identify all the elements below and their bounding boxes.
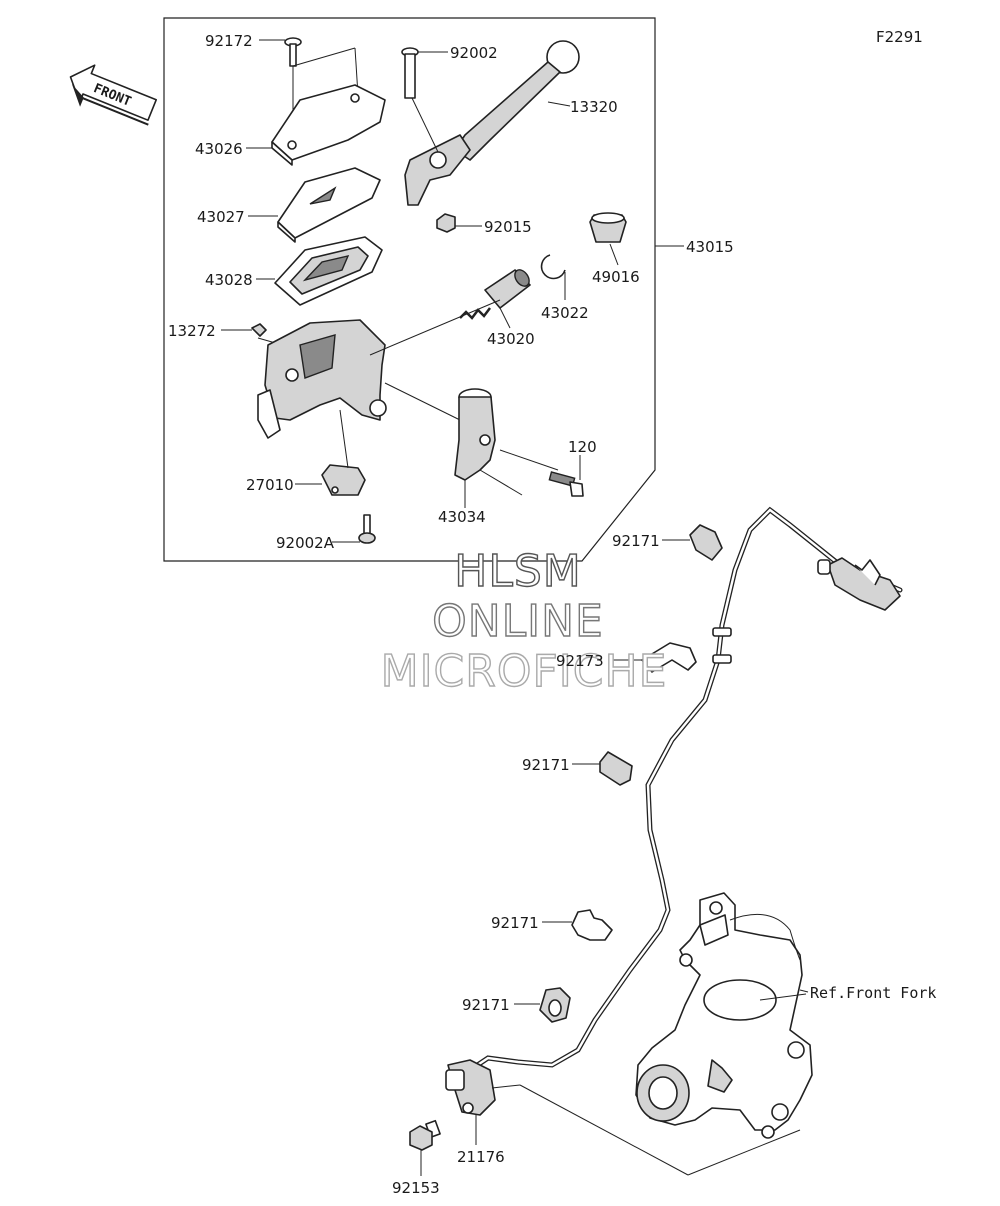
circlip-43022: [540, 254, 566, 280]
bolt-120: [548, 471, 584, 497]
callout-49016: 49016: [592, 268, 640, 286]
nut-92015: [436, 213, 456, 233]
reservoir-cap-43026: [271, 84, 386, 166]
cable-grommet: [712, 627, 732, 664]
callout-120: 120: [568, 438, 597, 456]
clip-92171-d: [539, 987, 571, 1023]
callout-92172: 92172: [205, 32, 253, 50]
callout-92171-a: 92171: [612, 532, 660, 550]
diagram-code: F2291: [876, 28, 923, 46]
clip-92171-c: [571, 909, 613, 941]
watermark-line3: MICROFICHE: [381, 646, 668, 697]
clip-92171-b: [599, 751, 633, 786]
boot-49016: [589, 212, 627, 243]
callout-21176: 21176: [457, 1148, 505, 1166]
callout-92171-c: 92171: [491, 914, 539, 932]
callout-92153: 92153: [392, 1179, 440, 1197]
brake-switch-27010: [321, 464, 366, 496]
screw-92172: [284, 37, 302, 67]
callout-43015: 43015: [686, 238, 734, 256]
callout-13272: 13272: [168, 322, 216, 340]
diaphragm-43028: [274, 236, 383, 306]
callout-43027: 43027: [197, 208, 245, 226]
front-fork-lower: [635, 892, 813, 1139]
master-cylinder-body: [257, 319, 387, 439]
clamp-92173: [641, 642, 697, 673]
watermark-line1: HLSM: [454, 546, 582, 597]
screw-13272: [251, 323, 267, 337]
assembly-frame: [163, 17, 656, 562]
clip-92171-a: [689, 524, 723, 561]
callout-13320: 13320: [570, 98, 618, 116]
callout-92171-b: 92171: [522, 756, 570, 774]
callout-43026: 43026: [195, 140, 243, 158]
callout-92015: 92015: [484, 218, 532, 236]
callout-27010: 27010: [246, 476, 294, 494]
watermark-line2: ONLINE: [432, 596, 604, 647]
callout-43020: 43020: [487, 330, 535, 348]
bolt-92153: [409, 1119, 441, 1151]
clamp-holder-43034: [454, 388, 496, 481]
front-arrow-icon: FRONT: [69, 64, 158, 126]
callout-92002A: 92002A: [276, 534, 335, 552]
callout-43028: 43028: [205, 271, 253, 289]
lever-13320: [404, 40, 580, 206]
callout-92173: 92173: [556, 652, 604, 670]
piston-kit-43020: [459, 269, 531, 320]
callout-ref-front-fork: Ref.Front Fork: [810, 984, 936, 1002]
pivot-bolt-92002: [401, 47, 419, 99]
sensor-bracket-21176: [445, 1059, 496, 1116]
plate-43027: [277, 167, 381, 243]
sensor-connector: [817, 557, 901, 611]
callout-43022: 43022: [541, 304, 589, 322]
screw-92002A: [358, 514, 376, 544]
callout-43034: 43034: [438, 508, 486, 526]
callout-92171-d: 92171: [462, 996, 510, 1014]
callout-92002: 92002: [450, 44, 498, 62]
